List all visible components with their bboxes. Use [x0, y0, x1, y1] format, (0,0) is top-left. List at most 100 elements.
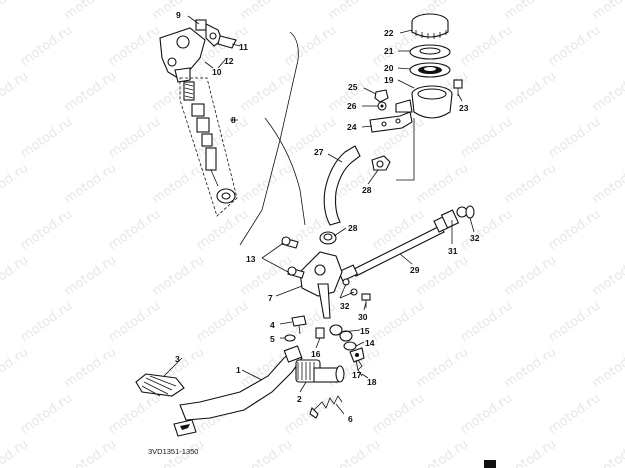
watermark-text: motod.ru [0, 0, 31, 23]
master-cylinder-body [159, 27, 206, 83]
section-divider [239, 31, 299, 246]
callout-3: 3 [175, 354, 180, 364]
watermark-text: motod.ru [458, 115, 515, 161]
callout-24: 24 [347, 122, 357, 132]
watermark-text: motod.ru [546, 299, 603, 345]
callout-21: 21 [384, 46, 394, 56]
callout-19: 19 [384, 75, 394, 85]
watermark-text: motod.ru [326, 0, 383, 23]
leader-reservoir [396, 118, 415, 181]
watermark-text: motod.ru [62, 345, 119, 391]
pedal-rubber-3 [135, 373, 185, 397]
watermark-text: motod.ru [106, 115, 163, 161]
watermark-text: motod.ru [370, 391, 427, 437]
watermark-text: motod.ru [194, 207, 251, 253]
watermark-text: motod.ru [546, 391, 603, 437]
watermark-text: motod.ru [502, 161, 559, 207]
callout-18: 18 [367, 377, 377, 387]
watermark-text: motod.ru [502, 253, 559, 299]
watermark-text: motod.ru [0, 437, 31, 468]
callout-6: 6 [348, 414, 353, 424]
callout-32-left: 32 [340, 301, 350, 311]
watermark-text: motod.ru [502, 345, 559, 391]
diaphragm-20 [409, 62, 451, 78]
callout-11: 11 [239, 42, 248, 52]
clip-28-upper [371, 155, 391, 171]
callout-25: 25 [348, 82, 358, 92]
callout-1: 1 [236, 365, 241, 375]
watermark-text: motod.ru [238, 69, 295, 115]
watermark-text: motod.ru [18, 115, 75, 161]
watermark-text: motod.ru [502, 69, 559, 115]
callout-28-upper: 28 [362, 185, 372, 195]
watermark-text: motod.ru [106, 23, 163, 69]
watermark-text: motod.ru [282, 115, 339, 161]
callout-31: 31 [448, 246, 458, 256]
watermark-text: motod.ru [414, 253, 471, 299]
leader-line [264, 117, 306, 226]
callout-4: 4 [270, 320, 275, 330]
callout-26: 26 [347, 101, 357, 111]
callout-15: 15 [360, 326, 370, 336]
watermark-text: motod.ru [590, 437, 625, 468]
callout-10: 10 [212, 67, 222, 77]
watermark-text: motod.ru [62, 437, 119, 468]
nut-26 [377, 101, 387, 111]
watermark-text: motod.ru [194, 299, 251, 345]
watermark-text: motod.ru [370, 299, 427, 345]
callout-2: 2 [297, 394, 302, 404]
callout-8: 8 [231, 115, 236, 125]
repair-kit-8 [179, 77, 238, 217]
bolt-23 [453, 79, 463, 96]
watermark-text: motod.ru [458, 23, 515, 69]
callout-labels: 9 10 11 12 8 22 21 20 19 23 25 26 24 27 … [175, 10, 480, 424]
watermark-text: motod.ru [0, 253, 31, 299]
diagram-code: 3VD1351-1350 [148, 447, 198, 456]
watermark-text: motod.ru [590, 161, 625, 207]
watermark-text: motod.ru [62, 161, 119, 207]
watermark-text: motod.ru [62, 69, 119, 115]
pin-17 [349, 347, 365, 363]
watermark-text: motod.ru [62, 0, 119, 23]
watermark-text: motod.ru [326, 437, 383, 468]
watermark-text: motod.ru [238, 0, 295, 23]
watermark-text: motod.ru [238, 437, 295, 468]
watermark-text: motod.ru [150, 161, 207, 207]
callout-28-lower: 28 [348, 223, 358, 233]
watermark-text: motod.ru [0, 161, 31, 207]
clip-14 [343, 341, 357, 351]
watermark-text: motod.ru [282, 23, 339, 69]
watermark-text: motod.ru [106, 207, 163, 253]
watermark-text: motod.ru [502, 0, 559, 23]
watermark-text: motod.ru [0, 345, 31, 391]
washer-11 [217, 35, 241, 49]
reservoir-cap-22 [411, 13, 449, 39]
callout-30: 30 [358, 312, 368, 322]
watermark-text: motod.ru [590, 253, 625, 299]
callout-5: 5 [270, 334, 275, 344]
watermark-text: motod.ru [150, 253, 207, 299]
watermark-text: motod.ru [18, 207, 75, 253]
bolts-13 [281, 236, 305, 279]
callout-13: 13 [246, 254, 256, 264]
watermark-text: motod.ru [590, 69, 625, 115]
watermark-text: motod.ru [546, 207, 603, 253]
watermark-text: motod.ru [414, 437, 471, 468]
hose-27 [323, 145, 361, 226]
watermark-text: motod.ru [18, 391, 75, 437]
fwd-icon [173, 419, 197, 437]
watermark-text: motod.ru [590, 0, 625, 23]
watermark-text: motod.ru [0, 69, 31, 115]
leader-lines [163, 29, 475, 415]
washer-32-right [465, 205, 475, 219]
callout-16: 16 [311, 349, 321, 359]
bolt-4 [291, 315, 307, 335]
brake-pedal-1 [179, 345, 303, 421]
shaft-2 [295, 359, 345, 383]
clip-28-lower [319, 231, 337, 245]
callout-17: 17 [352, 370, 362, 380]
diaphragm-plate-21 [409, 44, 451, 60]
callout-22: 22 [384, 28, 394, 38]
